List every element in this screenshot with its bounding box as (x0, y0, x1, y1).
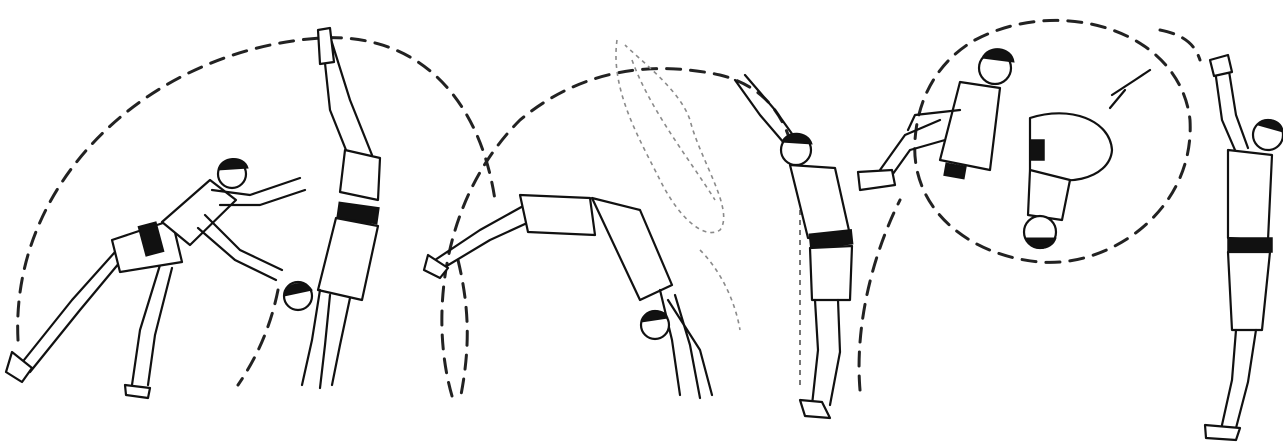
figure-tucked-rotation (1024, 70, 1150, 249)
trajectory-arc-3 (859, 200, 900, 390)
figure-handstand (284, 28, 380, 388)
figure-bridge (424, 195, 712, 398)
trajectory-arc-1 (18, 38, 495, 340)
trajectory-arc-1-drop (238, 290, 278, 385)
figure-landing (1205, 55, 1283, 440)
trajectory-arc-2-drop (458, 260, 467, 400)
figure-lunge (6, 158, 305, 398)
figure-tucked-jump (858, 49, 1014, 190)
figure-upright (735, 75, 853, 418)
trajectory-arc-4 (1160, 30, 1200, 60)
